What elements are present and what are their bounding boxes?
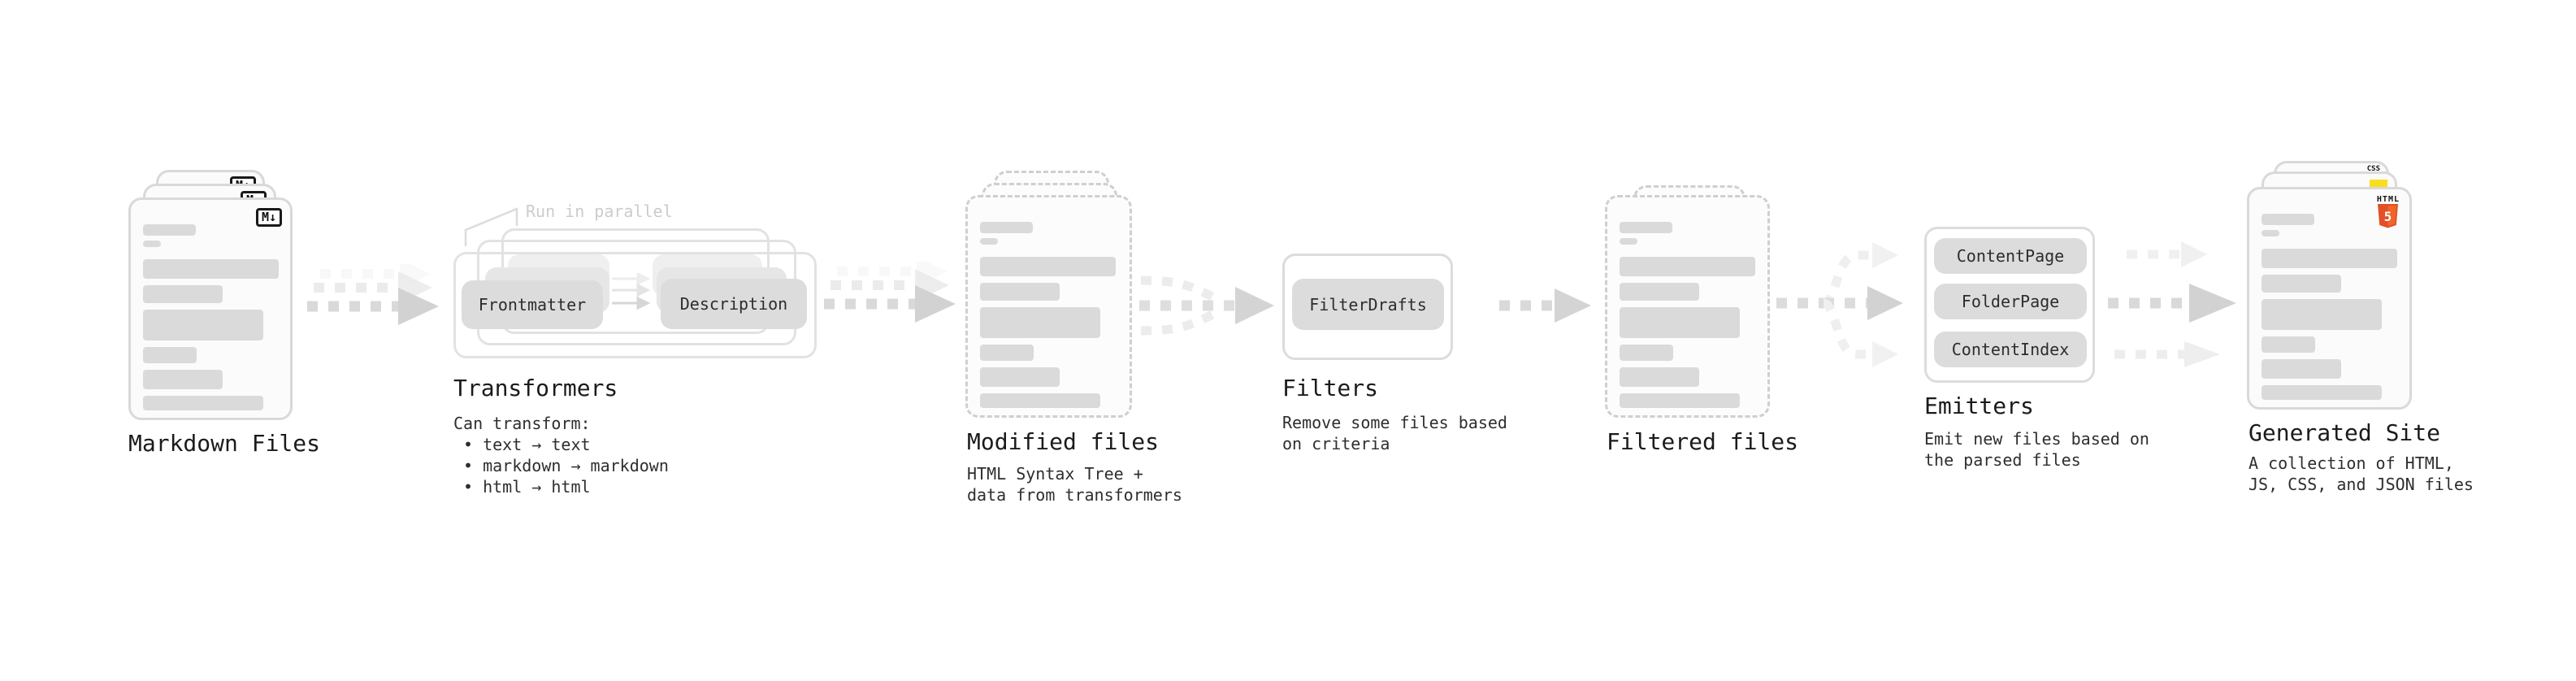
- markdown-icon: M↓: [255, 208, 282, 227]
- skeleton-text: [1607, 197, 1767, 408]
- emitters-desc: Emit new files based on the parsed files: [1924, 428, 2149, 471]
- folderpage-pill: FolderPage: [1934, 284, 2087, 319]
- skeleton-text: [2249, 189, 2409, 400]
- stage-label-emitters: Emitters: [1924, 393, 2034, 419]
- skeleton-bar: [2262, 359, 2341, 379]
- skeleton-bar: [143, 370, 223, 389]
- skeleton-bar: [1620, 283, 1699, 301]
- frontmatter-pill: Frontmatter: [462, 280, 603, 329]
- filterdrafts-pill: FilterDrafts: [1292, 279, 1444, 330]
- skeleton-text: [131, 200, 290, 410]
- desc-line: data from transformers: [967, 485, 1182, 505]
- skeleton-bar: [1620, 257, 1755, 276]
- flow-arrow-stacked-1: [307, 264, 439, 325]
- skeleton-bar: [143, 347, 197, 363]
- bullet-item: • text → text: [463, 435, 591, 454]
- run-in-parallel-annotation: Run in parallel: [526, 202, 673, 221]
- html5-icon: HTML 5: [2377, 196, 2400, 232]
- description-pill: Description: [661, 279, 807, 329]
- skeleton-text: [968, 197, 1130, 408]
- contentindex-pill: ContentIndex: [1934, 332, 2087, 367]
- flow-arrow-triple: [2108, 241, 2236, 367]
- stage-label-filtered-files: Filtered files: [1607, 428, 1799, 455]
- stage-label-filters: Filters: [1282, 375, 1379, 401]
- skeleton-bar: [980, 257, 1116, 276]
- desc-line: on criteria: [1282, 434, 1390, 453]
- skeleton-bar: [2262, 230, 2279, 236]
- skeleton-bar: [1620, 393, 1740, 408]
- skeleton-bar: [143, 396, 263, 410]
- skeleton-bar: [980, 367, 1060, 387]
- flow-arrow-single: [1499, 288, 1591, 323]
- skeleton-bar: [2262, 336, 2315, 353]
- stage-label-generated-site: Generated Site: [2249, 419, 2441, 446]
- transformers-bullets: • text → text • markdown → markdown • ht…: [463, 434, 669, 497]
- skeleton-bar: [143, 285, 223, 303]
- stage-label-markdown-files: Markdown Files: [128, 430, 321, 457]
- transformer-box-front: [453, 252, 817, 358]
- skeleton-bar: [143, 224, 196, 236]
- modified-file-card-front: [965, 195, 1132, 418]
- contentpage-pill: ContentPage: [1934, 238, 2087, 274]
- skeleton-bar: [980, 283, 1060, 301]
- desc-line: the parsed files: [1924, 450, 2081, 470]
- filters-desc: Remove some files based on criteria: [1282, 412, 1507, 454]
- skeleton-bar: [1620, 222, 1672, 233]
- skeleton-bar: [980, 238, 998, 245]
- skeleton-bar: [980, 345, 1034, 361]
- skeleton-bar: [1620, 367, 1699, 387]
- skeleton-bar: [2262, 385, 2382, 400]
- html5-shield: 5: [2378, 204, 2399, 228]
- desc-line: Emit new files based on: [1924, 429, 2149, 449]
- skeleton-bar: [143, 310, 263, 340]
- html5-number: 5: [2384, 209, 2392, 224]
- transform-arrows-icon: [612, 273, 651, 310]
- generated-file-card-front: HTML 5: [2247, 187, 2412, 410]
- skeleton-bar: [1620, 238, 1637, 245]
- stage-label-modified-files: Modified files: [967, 428, 1160, 455]
- desc-line: A collection of HTML,: [2249, 453, 2454, 473]
- skeleton-bar: [1620, 307, 1740, 338]
- html5-word: HTML: [2376, 195, 2400, 204]
- flow-arrow-split: [1776, 242, 1903, 367]
- skeleton-bar: [2262, 249, 2397, 268]
- flow-arrow-stacked-2: [824, 262, 956, 323]
- annotation-leader-line: [464, 207, 518, 246]
- skeleton-bar: [1620, 345, 1673, 361]
- css-badge-text: CSS: [2366, 165, 2380, 173]
- skeleton-bar: [143, 241, 161, 247]
- skeleton-bar: [2262, 299, 2382, 330]
- generated-site-desc: A collection of HTML, JS, CSS, and JSON …: [2249, 453, 2474, 495]
- flow-arrow-merge: [1139, 275, 1274, 336]
- skeleton-bar: [980, 307, 1100, 338]
- stage-label-transformers: Transformers: [453, 375, 618, 401]
- skeleton-bar: [980, 222, 1033, 233]
- skeleton-bar: [2262, 214, 2314, 225]
- markdown-file-card-front: M↓: [128, 197, 293, 420]
- skeleton-bar: [980, 393, 1100, 408]
- filtered-file-card-front: [1605, 195, 1770, 418]
- modified-files-desc: HTML Syntax Tree + data from transformer…: [967, 463, 1182, 505]
- skeleton-bar: [2262, 275, 2341, 293]
- skeleton-bar: [143, 259, 279, 279]
- transformers-desc-title: Can transform:: [453, 414, 591, 433]
- bullet-item: • html → html: [463, 477, 591, 497]
- desc-line: HTML Syntax Tree +: [967, 464, 1143, 484]
- bullet-item: • markdown → markdown: [463, 456, 669, 475]
- desc-line: Remove some files based: [1282, 413, 1507, 432]
- desc-line: JS, CSS, and JSON files: [2249, 475, 2474, 494]
